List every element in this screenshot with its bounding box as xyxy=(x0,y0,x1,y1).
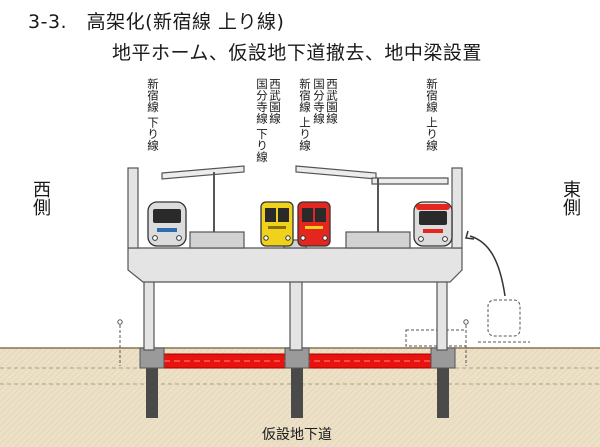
train-shinjuku-down xyxy=(147,201,187,247)
label-kokubunji-up: 国分寺線 xyxy=(312,78,326,124)
label-kokubunji-down: 国分寺線 下り線 xyxy=(255,78,269,163)
label-seibuen-up: 西武園線 xyxy=(325,78,339,124)
east-side-label: 東側 xyxy=(560,180,581,216)
label-shinjuku-up: 新宿線 上り線 xyxy=(298,78,312,151)
west-side-label: 西側 xyxy=(30,180,51,216)
dashed-markers xyxy=(117,299,530,366)
label-shinjuku-up-east: 新宿線 上り線 xyxy=(425,78,439,151)
label-shinjuku-down-west: 新宿線 下り線 xyxy=(146,78,160,151)
temporary-underpass-label: 仮設地下道 xyxy=(262,427,332,443)
viaduct-deck xyxy=(127,167,463,283)
title-line-1: 3-3. 高架化(新宿線 上り線) xyxy=(28,11,285,33)
piles xyxy=(139,347,456,418)
platform-canopies xyxy=(161,165,449,232)
train-shinjuku-up xyxy=(413,201,453,247)
train-kokubunji-up xyxy=(297,201,331,247)
title-line-2: 地平ホーム、仮設地下道撤去、地中梁設置 xyxy=(112,42,482,64)
train-kokubunji-down xyxy=(260,201,294,247)
label-seibuen-down: 西武園線 xyxy=(268,78,282,124)
curved-arrow-icon xyxy=(465,230,506,297)
